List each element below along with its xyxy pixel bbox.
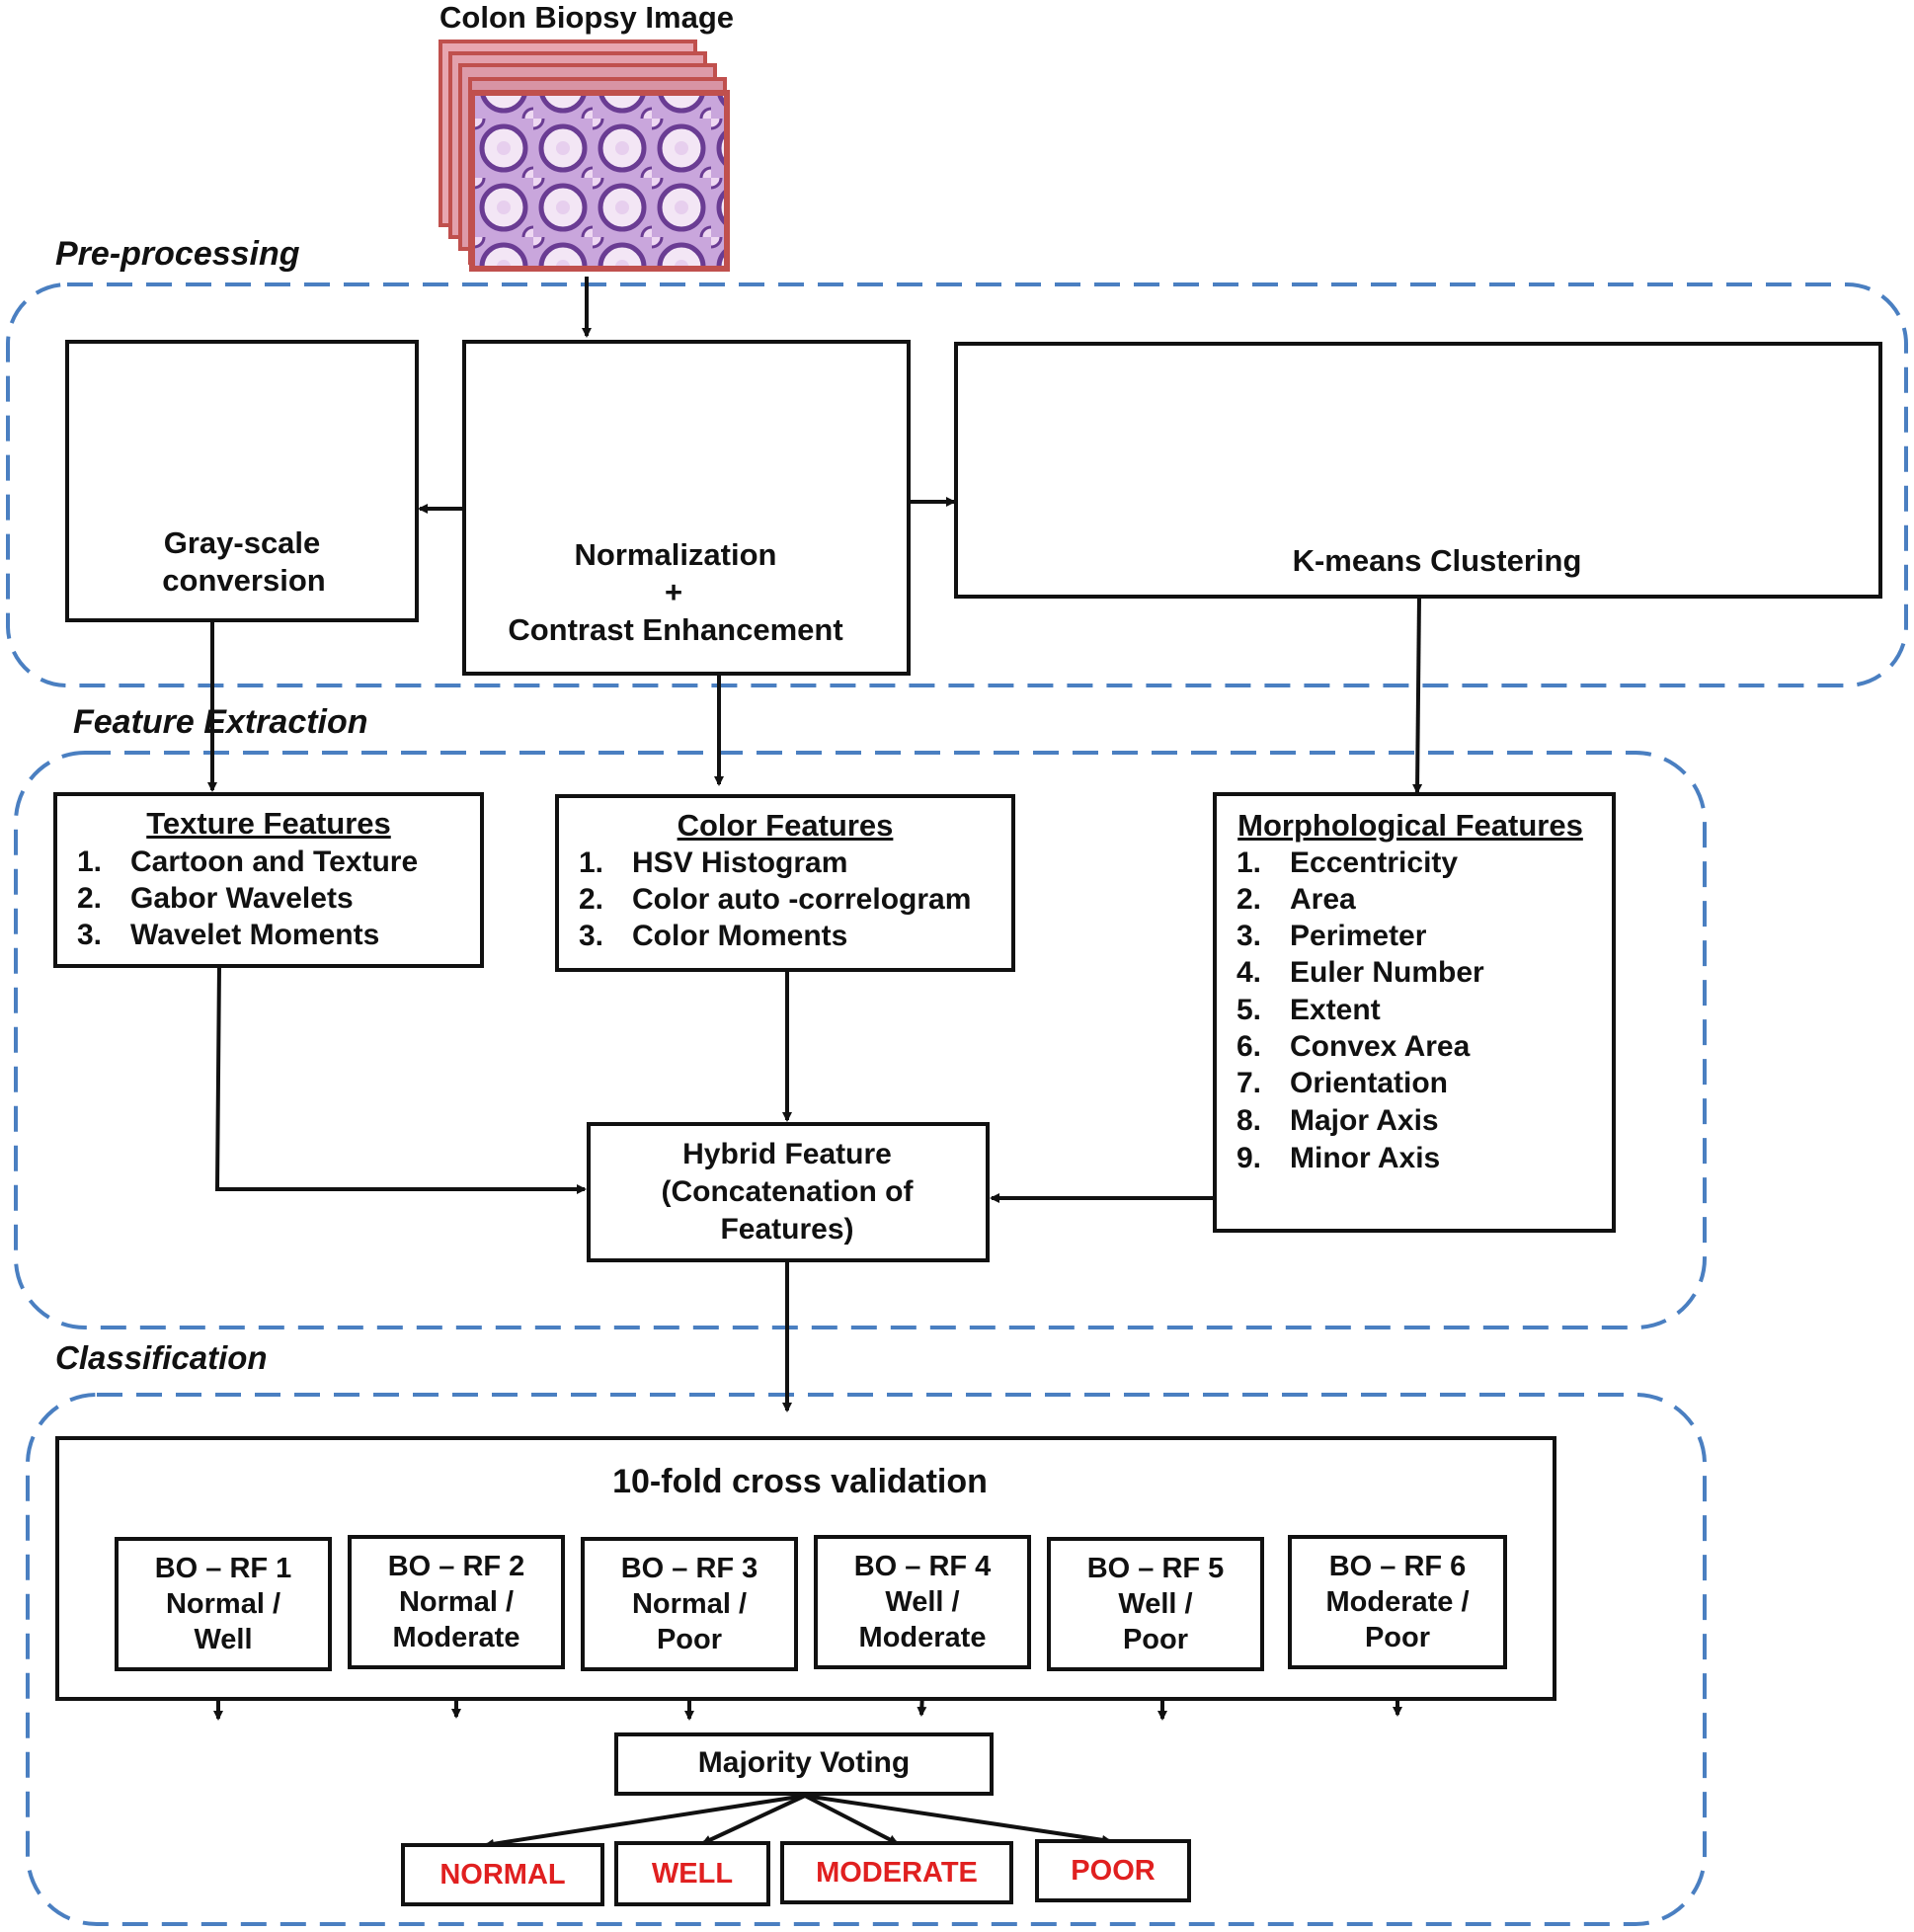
grayscale-box [65,340,419,622]
morph-item-6: 6.Convex Area [1236,1030,1471,1063]
hybrid-label-line2: (Concatenation of [661,1175,914,1208]
feature-extraction-region [14,751,1707,1329]
texture-item-1: 1.Cartoon and Texture [77,845,419,878]
texture-features-box [53,792,484,968]
grayscale-label-line2: conversion [162,563,326,598]
morphological-features-title: Morphological Features [1237,808,1583,843]
texture-features-title: Texture Features [146,806,391,841]
hybrid-label-line1: Hybrid Feature [682,1138,892,1170]
morph-item-1: 1.Eccentricity [1236,846,1459,879]
section-label-preprocessing: Pre-processing [55,235,300,273]
section-label-feature-extraction: Feature Extraction [73,703,368,741]
cross-validation-title: 10-fold cross validation [612,1463,988,1500]
classification-region [26,1393,1707,1926]
morph-item-2: 2.Area [1236,883,1356,916]
morph-item-9: 9.Minor Axis [1236,1142,1441,1174]
hybrid-label-line3: Features) [720,1213,854,1246]
normalization-label-line1: Normalization [574,537,777,572]
morph-item-8: 8.Major Axis [1236,1104,1439,1137]
input-image-label: Colon Biopsy Image [439,0,734,35]
hybrid-feature-box [587,1122,990,1262]
texture-item-2: 2.Gabor Wavelets [77,882,354,915]
arrow-vote-to-well [701,1794,806,1845]
section-label-classification: Classification [55,1339,268,1376]
majority-voting-label: Majority Voting [697,1746,911,1779]
output-moderate: MODERATE [780,1841,1013,1904]
arrow-texture-to-hybrid [214,965,587,1194]
color-item-1: 1.HSV Histogram [579,846,848,879]
morph-item-4: 4.Euler Number [1236,956,1484,989]
color-features-box [555,794,1015,972]
arrow-vote-to-moderate [804,1794,899,1845]
arrow-vote-to-normal [484,1794,806,1849]
arrow-vote-to-poor [804,1794,1112,1845]
morph-item-7: 7.Orientation [1236,1067,1449,1099]
grayscale-label-line1: Gray-scale [163,525,321,560]
output-poor: POOR [1035,1839,1191,1902]
texture-item-3: 3.Wavelet Moments [77,919,380,951]
kmeans-box [954,342,1882,599]
morphological-features-box [1213,792,1616,1233]
color-item-3: 3.Color Moments [579,920,848,952]
normalization-box [462,340,911,676]
normalization-label-line3: Contrast Enhancement [508,612,843,647]
biopsy-image-stack [439,40,730,272]
kmeans-label: K-means Clustering [1292,543,1582,578]
normalization-label-plus: + [664,575,683,609]
morph-item-5: 5.Extent [1236,994,1381,1026]
morph-item-3: 3.Perimeter [1236,920,1427,952]
color-features-title: Color Features [677,808,894,843]
output-normal: NORMAL [401,1843,604,1906]
majority-voting-box [614,1732,994,1796]
output-well: WELL [614,1841,770,1906]
preprocessing-region [6,282,1908,687]
color-item-2: 2.Color auto -correlogram [579,883,972,916]
arrow-kmeans-to-morph [1412,597,1423,794]
